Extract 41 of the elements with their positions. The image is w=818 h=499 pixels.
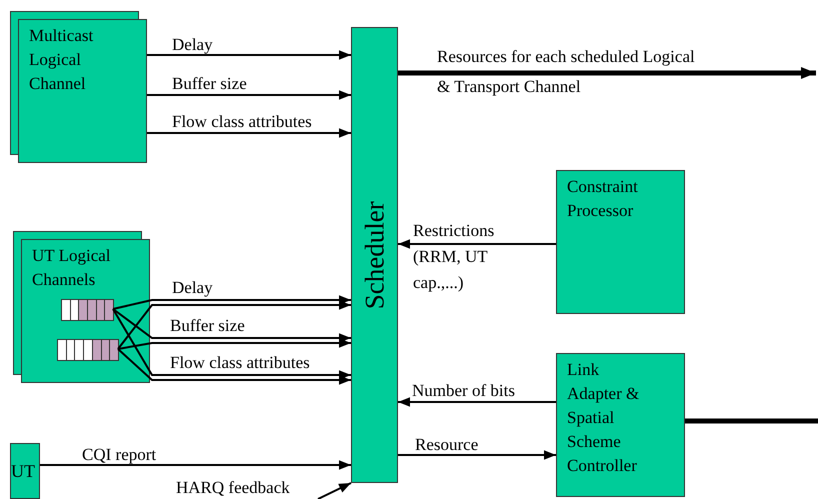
arrow [398,239,556,249]
queue-buffer [61,299,114,321]
node-label: Link Adapter & Spatial Scheme Controller [567,359,640,477]
processor-box [556,170,685,314]
arrow [112,295,351,310]
controller-box [556,353,685,497]
queue-buffer [57,339,119,361]
arrow [117,300,351,350]
arrow [147,128,351,138]
node-label: Scheduler [358,201,390,309]
arrow [398,67,816,79]
arrow [117,348,351,385]
edge-label: Buffer size [170,316,246,336]
edge-label: CQI report [82,445,158,465]
arrow [112,308,351,343]
arrow [147,90,351,100]
node-label: Constraint Processor [567,176,639,222]
node-label: Multicast Logical Channel [29,25,94,95]
channel-box [21,239,150,383]
arrow [398,397,556,407]
edge-label: Flow class attributes [170,353,311,373]
edge-label: Buffer size [172,74,248,94]
node-label: UT Logical Channels [32,245,112,291]
edge-label: HARQ feedback [176,478,291,498]
arrow [118,338,351,350]
channel-box [18,19,147,163]
edge-label: Resources for each scheduled Logical & Transport Channel [437,46,696,98]
ut-box [10,443,40,499]
edge-label: Number of bits [412,381,516,401]
edge-label: Delay [172,35,214,55]
edge-label: Restrictions (RRM, UT cap.,...) [413,220,496,294]
arrow [398,450,556,460]
node-label: UT [11,460,36,482]
arrow [112,308,351,380]
scheduler-bar [351,27,398,483]
edge-label: Delay [172,278,214,298]
edge-label: Flow class attributes [172,112,313,132]
arrow [318,482,352,499]
arrow [40,460,351,470]
edge-label: Resource [415,435,480,455]
arrow [147,50,351,60]
